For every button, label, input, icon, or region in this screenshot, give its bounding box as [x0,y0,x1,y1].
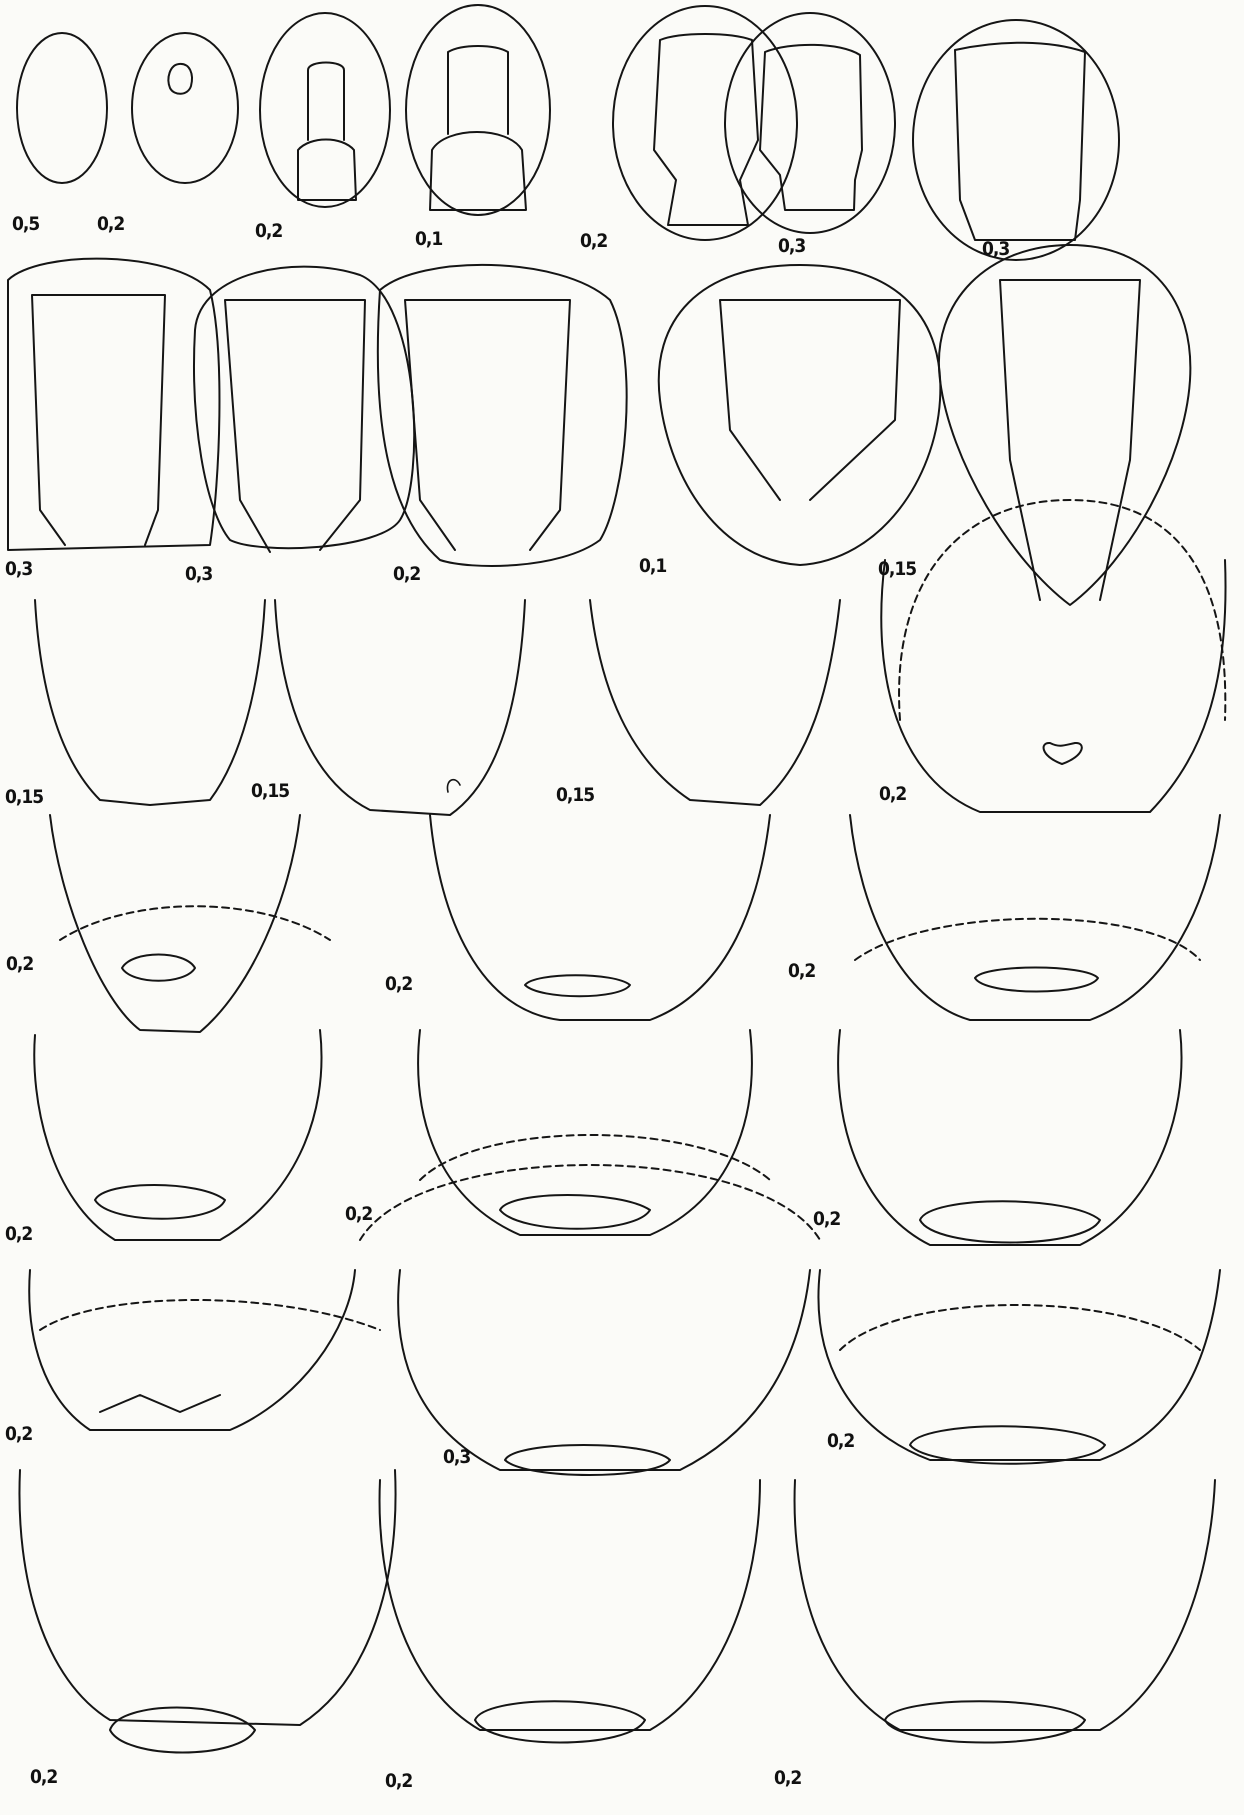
section-14 [275,600,525,815]
section-4 [406,5,550,215]
section-1 [17,33,107,183]
label-13: 0,15 [5,788,43,807]
section-19 [850,815,1220,1020]
section-2 [132,33,238,183]
label-20: 0,2 [5,1225,32,1244]
label-24: 0,3 [443,1448,470,1467]
label-12: 0,15 [878,560,916,579]
label-4: 0,1 [415,230,442,249]
section-18 [430,815,770,1020]
label-22: 0,2 [813,1210,840,1229]
section-7 [913,20,1119,260]
label-15: 0,15 [556,786,594,805]
section-12 [899,245,1225,720]
label-5: 0,2 [580,232,607,251]
section-10 [378,265,627,566]
section-16 [881,560,1225,812]
label-17: 0,2 [6,955,33,974]
label-1: 0,5 [12,215,39,234]
section-3 [260,13,390,207]
section-6 [725,13,895,233]
section-23 [29,1270,380,1430]
section-28 [795,1480,1215,1743]
label-2: 0,2 [97,215,124,234]
section-27 [380,1480,760,1743]
label-23: 0,2 [5,1425,32,1444]
label-14: 0,15 [251,782,289,801]
label-21: 0,2 [345,1205,372,1224]
section-8 [8,259,219,550]
label-19: 0,2 [788,962,815,981]
section-15 [590,600,840,805]
section-21 [418,1030,770,1235]
label-11: 0,1 [639,557,666,576]
section-26 [19,1470,395,1753]
label-27: 0,2 [385,1772,412,1791]
label-10: 0,2 [393,565,420,584]
label-3: 0,2 [255,222,282,241]
label-28: 0,2 [774,1769,801,1788]
section-5 [613,6,797,240]
section-24 [360,1165,820,1475]
label-8: 0,3 [5,560,32,579]
label-16: 0,2 [879,785,906,804]
section-13 [35,600,265,805]
label-7: 0,3 [982,240,1009,259]
label-9: 0,3 [185,565,212,584]
section-20 [34,1030,321,1240]
label-26: 0,2 [30,1768,57,1787]
label-25: 0,2 [827,1432,854,1451]
section-11 [659,265,941,565]
label-18: 0,2 [385,975,412,994]
section-22 [838,1030,1181,1245]
section-17 [50,815,330,1032]
section-25 [818,1270,1220,1464]
label-6: 0,3 [778,237,805,256]
